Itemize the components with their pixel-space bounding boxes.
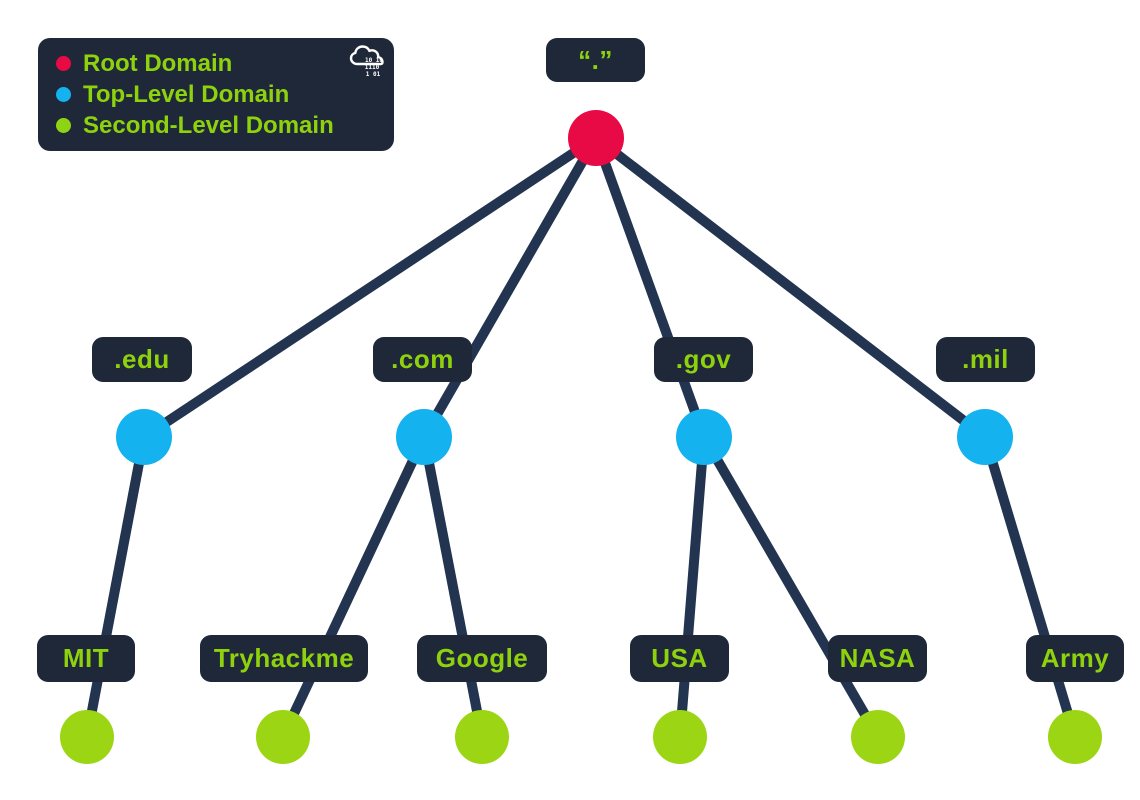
- edge-edu-mit: [82, 436, 149, 738]
- node-com: [396, 409, 452, 465]
- label-usa: USA: [630, 635, 729, 682]
- node-google: [455, 710, 509, 764]
- node-tryhackme: [256, 710, 310, 764]
- legend-label: Root Domain: [83, 49, 233, 77]
- edge-root-edu: [141, 133, 599, 442]
- legend-row-2: Second-Level Domain: [56, 110, 380, 141]
- label-nasa: NASA: [828, 635, 927, 682]
- legend-row-0: Root Domain: [56, 48, 380, 79]
- edge-root-gov: [591, 136, 709, 439]
- label-google: Google: [417, 635, 547, 682]
- legend-row-1: Top-Level Domain: [56, 79, 380, 110]
- label-edu: .edu: [92, 337, 192, 382]
- edge-mil-army: [980, 435, 1080, 739]
- edge-com-tryhackme: [278, 434, 429, 740]
- edge-root-mil: [592, 134, 989, 441]
- edge-com-google: [419, 436, 487, 738]
- edge-gov-usa: [675, 436, 709, 738]
- legend-dot-icon: [56, 118, 71, 133]
- cloud-binary-icon: 10 10 1110 1 01: [349, 45, 384, 78]
- node-army: [1048, 710, 1102, 764]
- node-mit: [60, 710, 114, 764]
- label-gov: .gov: [654, 337, 753, 382]
- icon-digits-row1: 10 10: [365, 57, 383, 64]
- legend-label: Second-Level Domain: [83, 111, 334, 139]
- label-tryhackme: Tryhackme: [200, 635, 368, 682]
- cloud-outline: [349, 45, 384, 66]
- icon-digits-row2: 1110: [365, 64, 380, 71]
- label-mit: MIT: [37, 635, 135, 682]
- node-mil: [957, 409, 1013, 465]
- label-mil: .mil: [936, 337, 1035, 382]
- icon-digits-row3: 1 01: [366, 71, 381, 78]
- label-com: .com: [373, 337, 472, 382]
- label-root: “.”: [546, 38, 645, 82]
- node-edu: [116, 409, 172, 465]
- node-gov: [676, 409, 732, 465]
- label-army: Army: [1026, 635, 1124, 682]
- edge-root-com: [419, 135, 601, 440]
- node-nasa: [851, 710, 905, 764]
- edge-gov-nasa: [699, 434, 883, 740]
- legend-dot-icon: [56, 87, 71, 102]
- node-root: [568, 110, 624, 166]
- legend-label: Top-Level Domain: [83, 80, 290, 108]
- legend-dot-icon: [56, 56, 71, 71]
- node-usa: [653, 710, 707, 764]
